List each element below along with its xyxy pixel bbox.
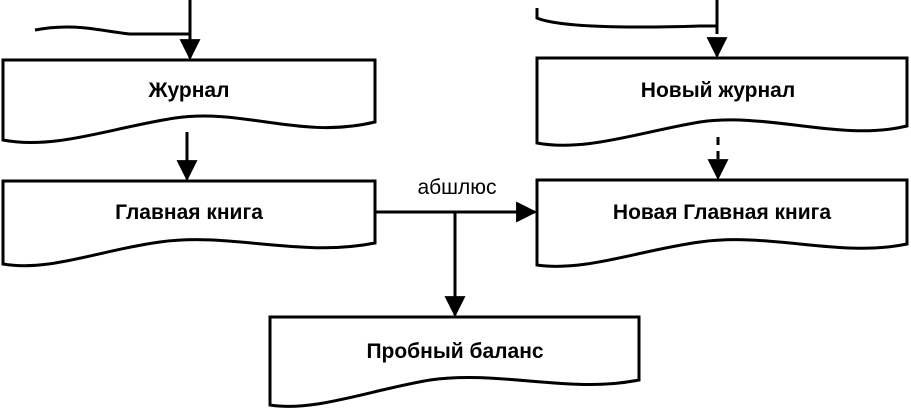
trial-balance-label: Пробный баланс (366, 340, 543, 363)
journal-label: Журнал (148, 79, 230, 102)
new-journal-document: Новый журнал (535, 56, 909, 147)
new-general-ledger-label: Новая Главная книга (613, 201, 831, 224)
connector-label: абшлюс (417, 176, 496, 199)
general-ledger-document: Главная книга (1, 179, 377, 268)
new-general-ledger-document: Новая Главная книга (535, 178, 909, 268)
general-ledger-label: Главная книга (115, 201, 263, 224)
new-journal-label: Новый журнал (641, 79, 795, 102)
journal-document: Журнал (1, 58, 377, 144)
left-top-continuation (34, 0, 192, 36)
right-top-continuation (535, 0, 719, 29)
trial-balance-document: Пробный баланс (268, 315, 641, 408)
